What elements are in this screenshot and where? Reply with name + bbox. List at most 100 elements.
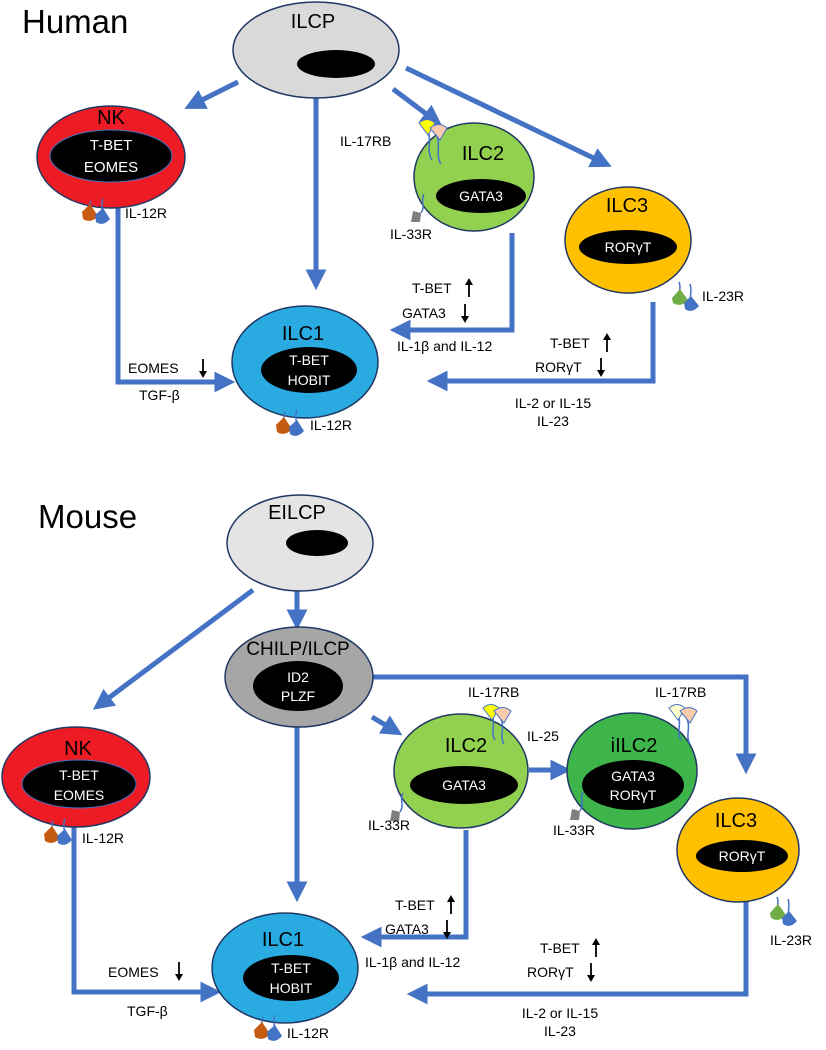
mouse-iilc2-il17rb-receptor <box>668 704 698 745</box>
mouse-chilp-plzf: PLZF <box>281 688 315 704</box>
human-ilc3-ilc1-il23: IL-23 <box>537 413 569 429</box>
mouse-ilc2-cell: ILC2 GATA3 <box>393 713 529 829</box>
mouse-nk-tbet: T-BET <box>59 767 99 783</box>
down-arrow-icon <box>461 304 469 323</box>
down-arrow-icon <box>199 359 207 378</box>
mouse-ilc1-il12r-receptor <box>254 1014 282 1041</box>
human-ilcp-cell: ILCP <box>232 1 400 99</box>
arrow-nk-to-ilc1 <box>115 208 236 393</box>
mouse-iilc2-il33r-receptor <box>570 791 584 820</box>
up-arrow-icon <box>465 278 473 297</box>
arrow-ilc2-to-ilc1 <box>360 830 469 948</box>
mouse-ilc3-ilc1-il23: IL-23 <box>544 1023 576 1039</box>
mouse-nk-eomes: EOMES <box>54 787 105 803</box>
human-ilc2-cell: ILC2 GATA3 <box>413 122 535 232</box>
mouse-iilc2-cell: iILC2 GATA3 RORγT <box>566 712 698 830</box>
human-ilc3-ilc1-tbet: T-BET <box>550 335 590 351</box>
human-ilc2-gata3: GATA3 <box>459 188 503 204</box>
up-arrow-icon <box>603 333 611 352</box>
human-ilc3-ilc1-rorgt: RORγT <box>535 359 582 375</box>
human-ilc3-il23r-receptor <box>672 281 699 311</box>
mouse-ilc2-label: ILC2 <box>445 735 487 757</box>
mouse-eilcp-cell: EILCP <box>226 494 374 592</box>
human-ilc3-label: ILC3 <box>606 195 648 217</box>
human-ilc2-il17rb-label: IL-17RB <box>340 133 391 149</box>
mouse-nk-ilc1-eomes: EOMES <box>108 964 159 980</box>
mouse-ilc1-cell: ILC1 T-BET HOBIT <box>211 912 359 1024</box>
mouse-ilc2-il17rb-receptor <box>482 704 512 745</box>
mouse-ilc2-ilc1-gata3: GATA3 <box>385 921 429 937</box>
mouse-ilc3-ilc1-tbet: T-BET <box>540 940 580 956</box>
mouse-nk-il12r-receptor <box>44 818 72 845</box>
mouse-ilc2-il25-label: IL-25 <box>527 728 559 744</box>
human-nk-tbet: T-BET <box>90 137 133 154</box>
arrow-ilc3-to-ilc1 <box>426 302 656 392</box>
mouse-ilc3-ilc1-rorgt: RORγT <box>527 964 574 980</box>
mouse-title: Mouse <box>38 498 137 535</box>
arrow-eilcp-to-nk <box>92 587 255 710</box>
human-ilc1-label: ILC1 <box>282 323 324 345</box>
mouse-chilp-cell: CHILP/ILCP ID2 PLZF <box>224 626 374 728</box>
mouse-ilc3-rorgt: RORγT <box>719 848 766 864</box>
mouse-eilcp-label: EILCP <box>268 502 326 524</box>
human-ilc2-il17rb-receptor <box>418 119 448 165</box>
mouse-ilc2-ilc1-tbet: T-BET <box>395 897 435 913</box>
mouse-nk-label: NK <box>64 738 92 760</box>
mouse-iilc2-rorgt: RORγT <box>610 787 657 803</box>
human-ilc1-il12r-label: IL-12R <box>310 417 352 433</box>
mouse-ilc1-hobit: HOBIT <box>270 980 313 996</box>
human-ilcp-label: ILCP <box>291 11 335 33</box>
down-arrow-icon <box>175 962 183 981</box>
mouse-ilc2-gata3: GATA3 <box>442 777 486 793</box>
human-ilc1-il12r-receptor <box>276 409 304 436</box>
human-ilc1-tbet: T-BET <box>289 352 329 368</box>
up-arrow-icon <box>447 895 455 914</box>
human-nk-il12r-receptor <box>82 198 110 224</box>
arrow-chilp-to-ilc3 <box>371 674 757 775</box>
mouse-iilc2-label: iILC2 <box>611 735 658 757</box>
arrow-chilp-to-ilc2 <box>370 714 403 736</box>
mouse-ilc2-il33r-label: IL-33R <box>368 817 410 833</box>
mouse-ilc3-cell: ILC3 RORγT <box>676 797 800 903</box>
mouse-ilc1-tbet: T-BET <box>271 960 311 976</box>
human-title: Human <box>22 3 128 40</box>
arrow-ilc2-to-ilc1 <box>389 233 515 341</box>
mouse-nk-ilc1-tgfb: TGF-β <box>127 1003 168 1019</box>
mouse-ilc1-il12r-label: IL-12R <box>287 1025 329 1041</box>
mouse-ilc3-il23r-label: IL-23R <box>770 932 812 948</box>
human-ilc1-hobit: HOBIT <box>288 372 331 388</box>
human-nk-eomes: EOMES <box>84 159 138 176</box>
human-ilc3-cell: ILC3 RORγT <box>564 186 692 294</box>
mouse-ilc2-il17rb-label: IL-17RB <box>468 684 519 700</box>
human-ilc3-rorgt: RORγT <box>605 239 652 255</box>
human-ilc2-ilc1-cytokines: IL-1β and IL-12 <box>397 338 492 354</box>
mouse-ilc1-label: ILC1 <box>262 929 304 951</box>
mouse-chilp-label: CHILP/ILCP <box>246 639 349 660</box>
arrow-ilcp-to-nk <box>184 79 240 109</box>
mouse-ilc3-label: ILC3 <box>715 810 757 832</box>
human-nk-cell: NK T-BET EOMES <box>36 105 186 209</box>
up-arrow-icon <box>592 938 600 957</box>
human-nk-ilc1-tgfb: TGF-β <box>139 387 180 403</box>
down-arrow-icon <box>587 963 595 982</box>
down-arrow-icon <box>597 358 605 377</box>
human-nk-ilc1-eomes: EOMES <box>128 360 179 376</box>
mouse-nk-cell: NK T-BET EOMES <box>1 726 151 828</box>
arrow-ilcp-to-ilc3 <box>404 65 612 168</box>
human-nk-label: NK <box>97 107 125 129</box>
human-ilc1-cell: ILC1 T-BET HOBIT <box>231 305 379 419</box>
human-ilc2-ilc1-tbet: T-BET <box>412 280 452 296</box>
mouse-nk-il12r-label: IL-12R <box>82 830 124 846</box>
human-ilc2-il33r-label: IL-33R <box>390 226 432 242</box>
arrow-ilc3-to-ilc1 <box>406 902 749 1005</box>
human-ilc2-il33r-receptor <box>411 193 425 222</box>
mouse-ilc3-ilc1-il2-il15: IL-2 or IL-15 <box>522 1005 598 1021</box>
human-ilc3-il23r-label: IL-23R <box>702 288 744 304</box>
human-ilc2-ilc1-gata3: GATA3 <box>402 305 446 321</box>
arrow-nk-to-ilc1 <box>71 826 222 1003</box>
mouse-ilc3-il23r-receptor <box>770 896 797 926</box>
mouse-iilc2-il33r-label: IL-33R <box>553 822 595 838</box>
mouse-ilc2-il33r-receptor <box>390 792 404 821</box>
mouse-iilc2-il17rb-label: IL-17RB <box>655 684 706 700</box>
